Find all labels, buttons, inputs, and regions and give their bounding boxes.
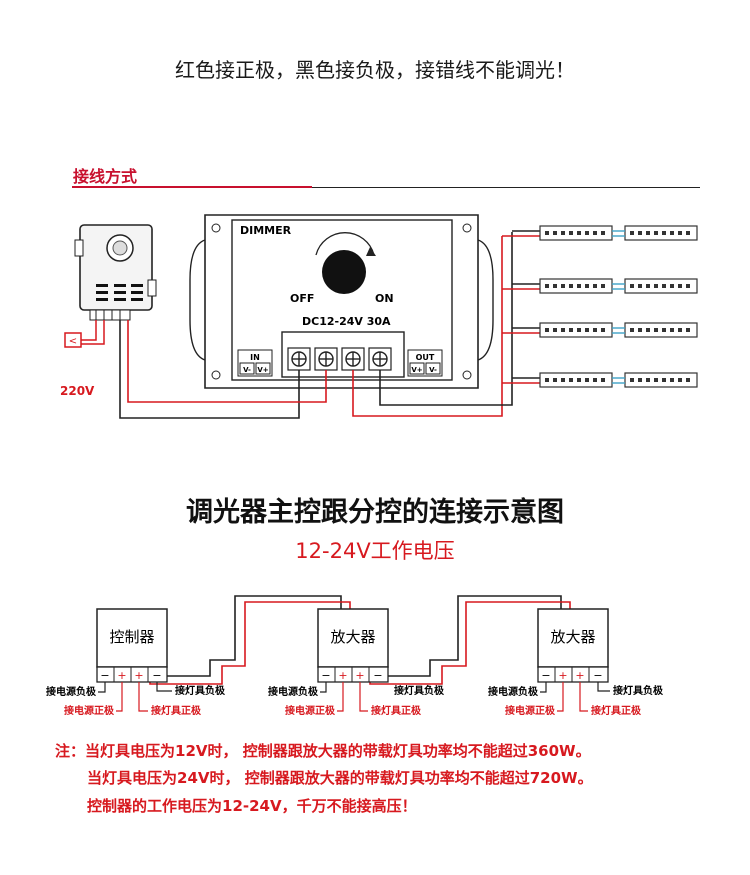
- svg-text:+: +: [558, 669, 567, 682]
- out-label: OUT: [416, 353, 435, 362]
- on-label: ON: [375, 292, 394, 305]
- svg-text:−: −: [541, 669, 550, 682]
- lamp-neg-label-1: 接灯具负极: [175, 684, 226, 697]
- note-line-3: 控制器的工作电压为12-24V，千万不能接高压！: [87, 797, 417, 815]
- svg-text:−: −: [100, 669, 109, 682]
- lamp-pos-label-3: 接灯具正极: [591, 704, 642, 717]
- wiring-diagram: < 220V DIMMER OFF ON DC12-24V 30A: [60, 214, 698, 419]
- svg-text:−: −: [373, 669, 382, 682]
- lamp-pos-label-1: 接灯具正极: [151, 704, 202, 717]
- ac-voltage-label: 220V: [60, 384, 95, 398]
- link-wire-neg-1: [162, 595, 342, 677]
- power-neg-label-1: 接电源负极: [46, 685, 97, 698]
- svg-text:−: −: [152, 669, 161, 682]
- dimmer-unit: DIMMER OFF ON DC12-24V 30A IN V- V+ OUT …: [189, 214, 494, 389]
- svg-text:+: +: [117, 669, 126, 682]
- note-line-1: 注：当灯具电压为12V时， 控制器跟放大器的带载灯具功率均不能超过360W。: [55, 742, 591, 760]
- rating-label: DC12-24V 30A: [302, 315, 391, 328]
- screw-terminal-icon: [291, 351, 388, 367]
- wire-input-negative: [119, 320, 300, 419]
- svg-text:<: <: [69, 336, 77, 347]
- power-supply: [74, 224, 157, 321]
- lamp-neg-label-2: 接灯具负极: [394, 684, 445, 697]
- svg-text:+: +: [575, 669, 584, 682]
- off-label: OFF: [290, 292, 314, 305]
- wiring-section-title: 接线方式: [73, 167, 138, 186]
- amplifier-label-1: 放大器: [330, 628, 375, 646]
- amplifier-diagram: 控制器 − + + − 放大器 − + + − 放大器 − + + −: [46, 595, 664, 717]
- amplifier-diagram-subtitle: 12-24V工作电压: [295, 539, 455, 563]
- amplifier-unit-2: 放大器 − + + −: [537, 608, 609, 683]
- link-wire-neg-2: [380, 595, 562, 677]
- ac-plug-icon: <: [64, 320, 105, 348]
- note-line-2: 当灯具电压为24V时， 控制器跟放大器的带载灯具功率均不能超过720W。: [87, 769, 593, 787]
- power-pos-label-2: 接电源正极: [285, 704, 336, 717]
- controller-label: 控制器: [109, 628, 154, 646]
- led-strips: [539, 225, 698, 388]
- vent-slots-icon: [96, 284, 143, 301]
- svg-text:−: −: [321, 669, 330, 682]
- wire-output-negative: [379, 232, 513, 406]
- link-wire-pos-1: [149, 601, 351, 685]
- svg-text:+: +: [338, 669, 347, 682]
- svg-text:−: −: [593, 669, 602, 682]
- amplifier-label-2: 放大器: [550, 628, 595, 646]
- power-neg-label-3: 接电源负极: [488, 685, 539, 698]
- svg-text:+: +: [355, 669, 364, 682]
- lamp-pos-label-2: 接灯具正极: [371, 704, 422, 717]
- section-rule-red: [72, 186, 312, 188]
- amplifier-unit-1: 放大器 − + + −: [317, 608, 389, 683]
- in-label: IN: [250, 353, 260, 362]
- out-terminal-0: V+: [411, 366, 422, 374]
- link-wire-pos-2: [369, 601, 571, 685]
- lamp-neg-label-3: 接灯具负极: [613, 684, 664, 697]
- power-pos-label-1: 接电源正极: [64, 704, 115, 717]
- amplifier-diagram-title: 调光器主控跟分控的连接示意图: [186, 497, 564, 528]
- svg-text:+: +: [134, 669, 143, 682]
- dimmer-label: DIMMER: [240, 224, 292, 237]
- rotate-arrow-icon: [366, 247, 376, 256]
- in-terminal-1: V+: [257, 366, 268, 374]
- power-pos-label-3: 接电源正极: [505, 704, 556, 717]
- in-terminal-0: V-: [243, 366, 251, 374]
- header-note: 红色接正极，黑色接负极，接错线不能调光！: [175, 58, 575, 82]
- dimmer-knob[interactable]: [322, 250, 366, 294]
- wire-output-positive: [352, 236, 503, 417]
- power-neg-label-2: 接电源负极: [268, 685, 319, 698]
- out-terminal-1: V-: [429, 366, 437, 374]
- wire-input-positive: [127, 320, 327, 403]
- controller-unit: 控制器 − + + −: [96, 608, 168, 683]
- section-rule-black: [312, 187, 700, 188]
